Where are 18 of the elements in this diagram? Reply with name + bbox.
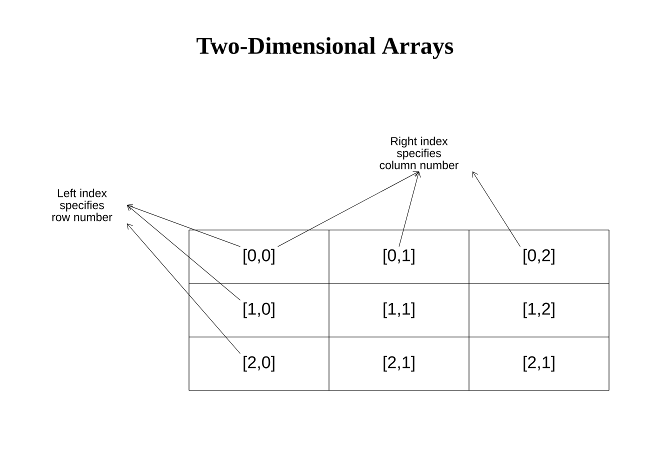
cell-label: [0,2] (524, 248, 554, 265)
cell-label: [2,1] (524, 356, 554, 372)
cell-label: [1,1] (384, 302, 414, 318)
arrow (472, 172, 521, 247)
arrow (127, 205, 241, 300)
cell-label: [2,0] (244, 356, 274, 372)
cell-label: [0,0] (244, 248, 274, 265)
arrow (278, 171, 419, 247)
arrow (126, 224, 241, 354)
arrow (127, 204, 241, 247)
cell-label: [1,2] (524, 302, 554, 318)
arrow (398, 172, 421, 247)
cell-label: [1,0] (244, 302, 274, 318)
cell-label: [0,1] (384, 248, 414, 265)
cell-label: [2,1] (384, 356, 414, 372)
annotation: Left index specifies row number (52, 188, 112, 222)
title: Two-Dimensional Arrays (196, 37, 454, 59)
annotation: Right index specifies column number (380, 136, 458, 170)
